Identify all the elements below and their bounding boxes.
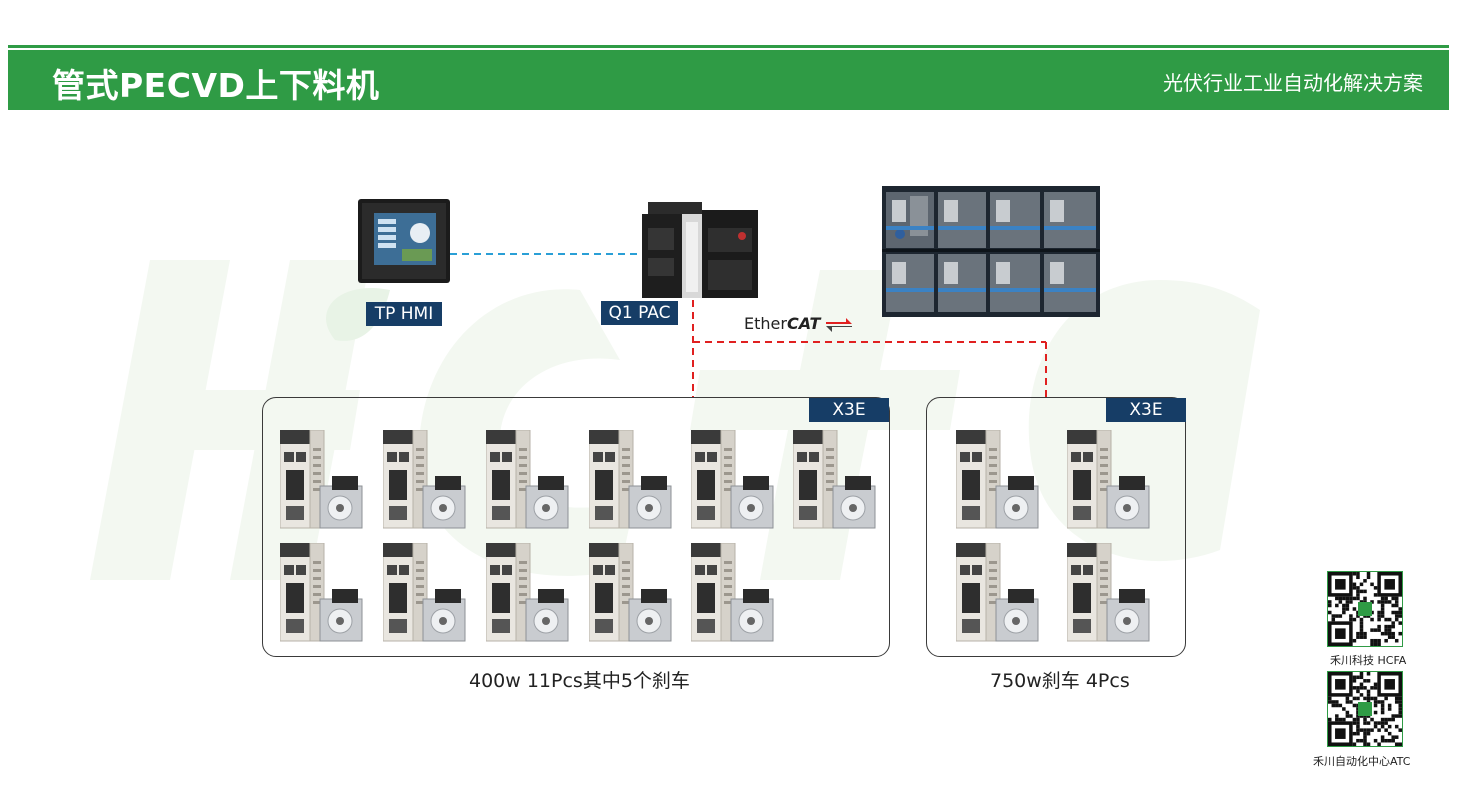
servo-unit-400w — [279, 429, 368, 530]
pac-controller — [642, 200, 758, 300]
servo-group-750w — [926, 397, 1186, 657]
servo-group-400w-caption: 400w 11Pcs其中5个刹车 — [469, 670, 690, 692]
qr-code-hcfa — [1327, 571, 1403, 647]
ethercat-label: EtherCAT — [744, 314, 852, 333]
servo-unit-750w — [955, 429, 1044, 530]
qr-code-atc-label: 禾川自动化中心ATC — [1313, 755, 1411, 768]
servo-unit-750w — [1066, 429, 1155, 530]
servo-unit-400w — [690, 429, 779, 530]
header-bar: 管式PECVD上下料机 光伏行业工业自动化解决方案 — [8, 50, 1449, 110]
page-subtitle: 光伏行业工业自动化解决方案 — [1163, 71, 1423, 95]
servo-unit-400w — [485, 542, 574, 643]
servo-unit-400w — [690, 542, 779, 643]
qr-code-hcfa-label: 禾川科技 HCFA — [1330, 654, 1407, 667]
servo-unit-400w — [382, 429, 471, 530]
page-title: 管式PECVD上下料机 — [52, 66, 380, 105]
ethercat-prefix: Ether — [744, 314, 787, 333]
servo-group-750w-tag: X3E — [1106, 398, 1186, 422]
header-accent-line — [8, 45, 1449, 48]
servo-unit-400w — [588, 429, 677, 530]
equipment-photo — [882, 186, 1100, 317]
servo-unit-750w — [1066, 542, 1155, 643]
qr-code-atc — [1327, 671, 1403, 747]
ethercat-arrow-icon — [825, 317, 852, 332]
servo-unit-400w — [279, 542, 368, 643]
servo-unit-400w — [792, 429, 881, 530]
servo-group-750w-caption: 750w刹车 4Pcs — [990, 670, 1130, 692]
servo-group-400w — [262, 397, 890, 657]
servo-unit-400w — [485, 429, 574, 530]
servo-unit-750w — [955, 542, 1044, 643]
hmi-device — [358, 197, 450, 285]
servo-unit-400w — [588, 542, 677, 643]
pac-label: Q1 PAC — [601, 301, 678, 325]
servo-group-400w-tag: X3E — [809, 398, 889, 422]
ethercat-suffix: CAT — [786, 314, 821, 333]
servo-unit-400w — [382, 542, 471, 643]
hmi-label: TP HMI — [366, 302, 442, 326]
